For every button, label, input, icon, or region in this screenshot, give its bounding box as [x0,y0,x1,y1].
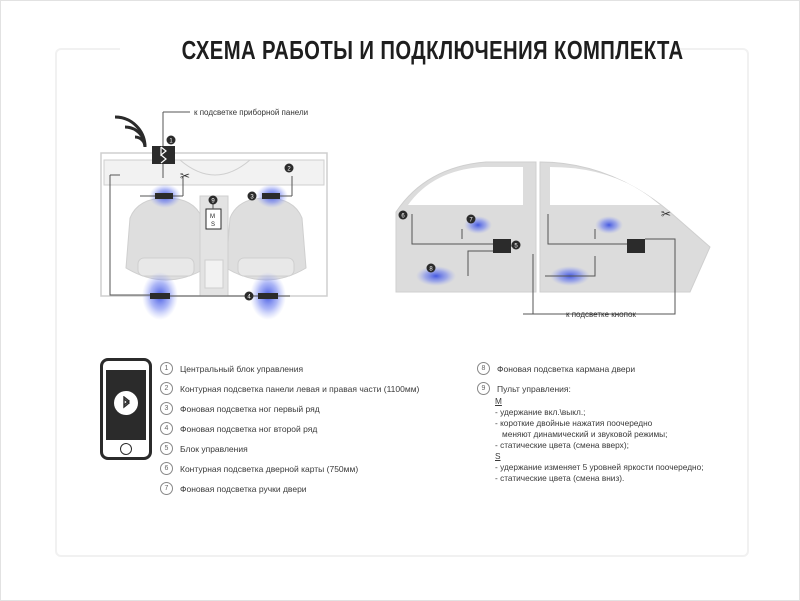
door-control-unit-rear [627,239,645,253]
door-control-unit-front [493,239,511,253]
svg-text:1: 1 [169,139,173,145]
marker-2: 2 [284,163,294,173]
bluetooth-icon [160,146,167,164]
svg-text:9: 9 [211,199,215,205]
remote-description: M - удержание вкл.\выкл.; - короткие дво… [495,396,704,483]
svg-text:5: 5 [514,244,518,250]
marker-9: 9 [208,195,218,205]
marker-3: 3 [247,191,257,201]
wifi-signal-icon [114,115,147,148]
title-wrap: СХЕМА РАБОТЫ И ПОДКЛЮЧЕНИЯ КОМПЛЕКТА [120,30,684,70]
marker-8: 8 [426,263,436,273]
phone-screen [106,370,146,440]
svg-text:2: 2 [287,167,291,173]
marker-1: 1 [166,135,176,145]
svg-text:✂: ✂ [661,207,671,221]
scissors-icon: ✂ [180,169,190,183]
svg-text:6: 6 [401,214,405,220]
smartphone-icon [100,358,152,460]
central-control-unit [152,146,175,164]
page-title: СХЕМА РАБОТЫ И ПОДКЛЮЧЕНИЯ КОМПЛЕКТА [181,35,684,65]
callout-dashboard: к подсветке приборной панели [194,108,308,117]
remote-m-label: M [210,214,215,220]
marker-5: 5 [511,240,521,250]
bluetooth-icon [114,391,138,415]
remote-s-label: S [211,222,215,228]
svg-text:4: 4 [247,295,251,301]
marker-6: 6 [398,210,408,220]
svg-text:8: 8 [429,267,433,273]
marker-4: 4 [244,291,254,301]
callout-buttons: к подсветке кнопок [566,310,636,319]
svg-text:3: 3 [250,195,254,201]
marker-7: 7 [466,214,476,224]
svg-text:7: 7 [469,218,473,224]
phone-home-button [120,443,132,455]
